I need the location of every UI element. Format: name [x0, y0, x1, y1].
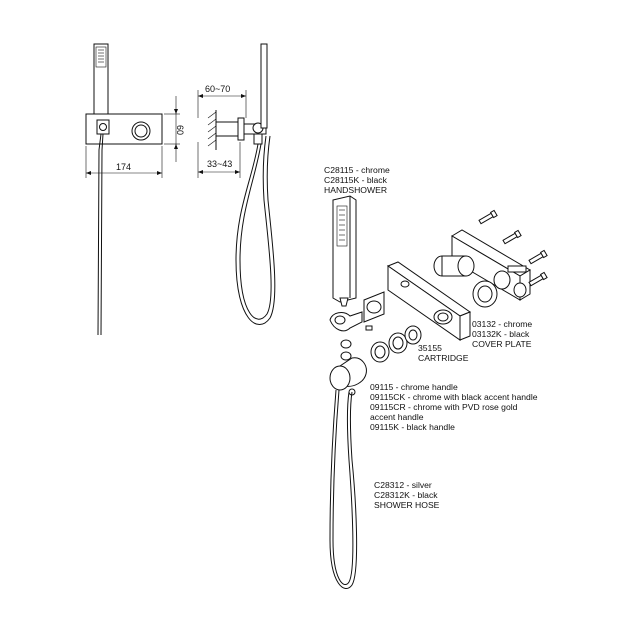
cartridge-callout: 35155 CARTRIDGE — [418, 343, 469, 363]
handshower-callout-line-2: C28115K - black — [324, 175, 388, 185]
wall-dimension-label: 33~43 — [207, 159, 232, 169]
handle-part — [329, 339, 367, 396]
handle-callout: 09115 - chrome handle 09115CK - chrome w… — [370, 382, 538, 432]
cover-plate-callout-line-1: 03132 - chrome — [472, 319, 532, 329]
height-dimension-label: 60 — [175, 125, 185, 135]
rough-in-valve-part — [433, 229, 531, 308]
cover-plate-callout-line-2: 03132K - black — [472, 329, 530, 339]
depth-dimension-label: 60~70 — [205, 84, 230, 94]
handshower-callout: C28115 - chrome C28115K - black HANDSHOW… — [324, 165, 390, 195]
cartridge-callout-line-2: CARTRIDGE — [418, 353, 469, 363]
handshower-callout-line-3: HANDSHOWER — [324, 185, 387, 195]
handle-callout-line-5: 09115K - black handle — [370, 422, 455, 432]
hose-callout-line-1: C28312 - silver — [374, 480, 432, 490]
side-elevation-view: 60~70 33~43 — [197, 43, 276, 326]
handshower-callout-line-1: C28115 - chrome — [324, 165, 390, 175]
handle-callout-line-4: accent handle — [370, 412, 424, 422]
width-dimension-label: 174 — [116, 162, 131, 172]
cartridge-callout-line-1: 35155 — [418, 343, 442, 353]
handle-callout-line-3: 09115CR - chrome with PVD rose gold — [370, 402, 518, 412]
mounting-screws — [478, 209, 548, 287]
cover-plate-callout: 03132 - chrome 03132K - black COVER PLAT… — [472, 319, 532, 349]
cartridge-part — [370, 325, 422, 363]
handle-callout-line-2: 09115CK - chrome with black accent handl… — [370, 392, 538, 402]
cover-plate-callout-line-3: COVER PLATE — [472, 339, 532, 349]
exploded-view — [329, 195, 548, 590]
handshower-part — [332, 195, 357, 307]
shower-hose-part — [329, 389, 358, 590]
front-elevation-view: 174 60 — [85, 43, 185, 336]
hose-callout-line-3: SHOWER HOSE — [374, 500, 440, 510]
handle-callout-line-1: 09115 - chrome handle — [370, 382, 458, 392]
hose-holder-part — [329, 291, 385, 332]
cover-plate-part — [386, 261, 472, 341]
hose-callout: C28312 - silver C28312K - black SHOWER H… — [374, 480, 440, 510]
hose-callout-line-2: C28312K - black — [374, 490, 438, 500]
